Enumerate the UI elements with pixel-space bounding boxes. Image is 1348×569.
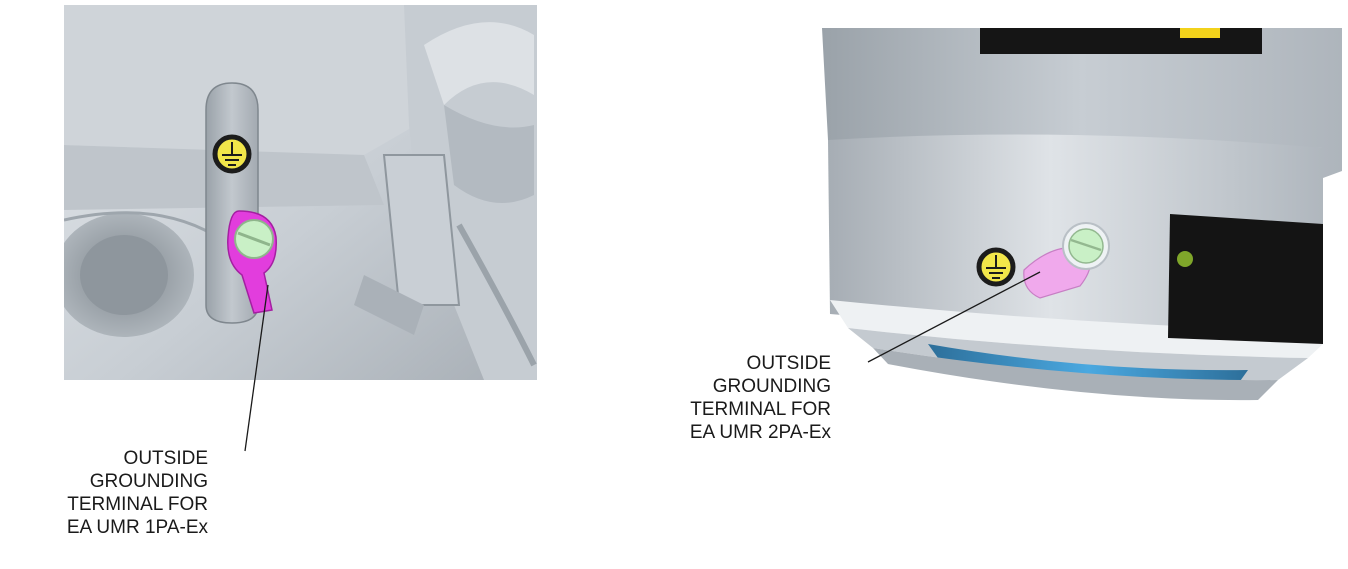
callout-line: TERMINAL FOR — [690, 399, 831, 420]
status-led-icon — [1177, 251, 1193, 267]
callout-label-1pa: OUTSIDE GROUNDING TERMINAL FOR EA UMR 1P… — [67, 447, 208, 539]
actuator-1pa-illustration — [64, 5, 537, 380]
grounding-screw-icon — [1062, 222, 1110, 270]
ground-symbol-icon — [976, 247, 1016, 287]
callout-line: GROUNDING — [89, 471, 208, 492]
grounding-screw-icon — [234, 219, 274, 259]
callout-line: TERMINAL FOR — [67, 494, 208, 515]
ground-symbol-icon — [212, 134, 252, 174]
callout-line: OUTSIDE — [123, 448, 208, 469]
actuator-2pa-illustration — [818, 28, 1342, 448]
callout-line: EA UMR 1PA-Ex — [66, 517, 208, 538]
callout-line: GROUNDING — [712, 376, 831, 397]
callout-line: OUTSIDE — [746, 353, 831, 374]
callout-line: EA UMR 2PA-Ex — [689, 422, 831, 443]
callout-label-2pa: OUTSIDE GROUNDING TERMINAL FOR EA UMR 2P… — [690, 352, 831, 444]
